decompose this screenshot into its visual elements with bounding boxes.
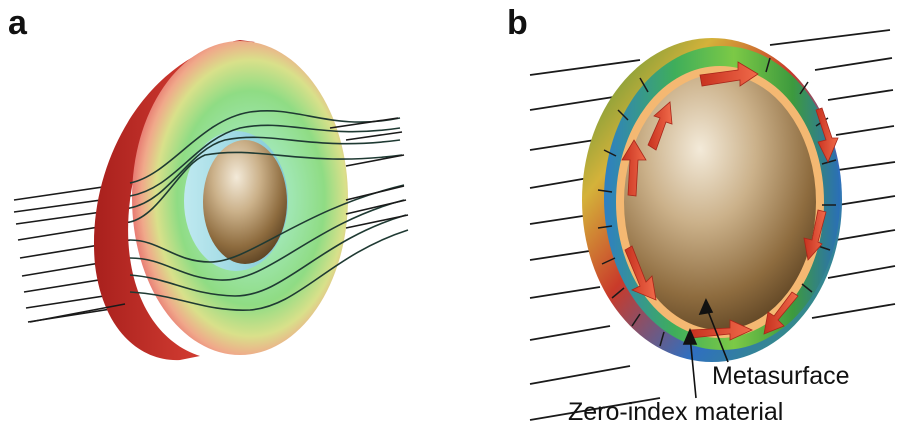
straight-lines-right: [769, 29, 896, 319]
shell-rim: [93, 40, 255, 361]
cavity-sphere: [620, 70, 820, 334]
field-lines-exit: [29, 117, 409, 323]
field-lines-bent: [129, 110, 409, 311]
zero-index-material-label: Zero-index material: [568, 398, 783, 426]
arrow-bottom: [689, 319, 753, 341]
surface-current-arrows: [621, 61, 839, 341]
metasurface-label: Metasurface: [712, 362, 850, 390]
panel-label-a: a: [8, 4, 27, 42]
arrow-top: [699, 61, 759, 87]
straight-lines-left: [529, 59, 661, 421]
panel-label-b: b: [507, 4, 528, 42]
annotation-pointers: [682, 298, 729, 399]
panel-b: Metasurface Zero-index material: [529, 29, 896, 426]
arrow-lower-right: [763, 291, 799, 335]
arrow-right-upper: [815, 107, 839, 163]
arrow-top-left: [647, 101, 673, 151]
cavity-sphere: [203, 140, 287, 264]
arrow-right: [803, 209, 827, 261]
arrow-left: [621, 139, 647, 197]
arrow-lower-left: [624, 245, 657, 301]
panel-a: [13, 40, 409, 361]
